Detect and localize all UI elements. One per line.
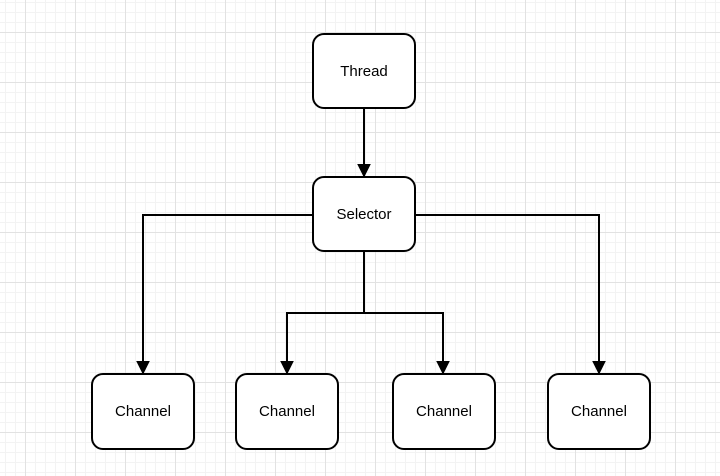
node-label: Channel: [115, 403, 171, 420]
connector-selector-to-channel-3[interactable]: [363, 252, 450, 375]
node-label: Channel: [416, 403, 472, 420]
node-channel-4[interactable]: Channel: [547, 373, 651, 450]
node-channel-3[interactable]: Channel: [392, 373, 496, 450]
node-label: Selector: [336, 205, 392, 223]
node-thread[interactable]: Thread: [312, 33, 416, 109]
connector-selector-to-channel-1[interactable]: [136, 214, 312, 375]
node-label: Thread: [340, 62, 388, 80]
node-channel-2[interactable]: Channel: [235, 373, 339, 450]
node-channel-1[interactable]: Channel: [91, 373, 195, 450]
connector-selector-to-channel-4[interactable]: [414, 214, 606, 375]
node-label: Channel: [259, 403, 315, 420]
node-label: Channel: [571, 403, 627, 420]
node-selector[interactable]: Selector: [312, 176, 416, 252]
